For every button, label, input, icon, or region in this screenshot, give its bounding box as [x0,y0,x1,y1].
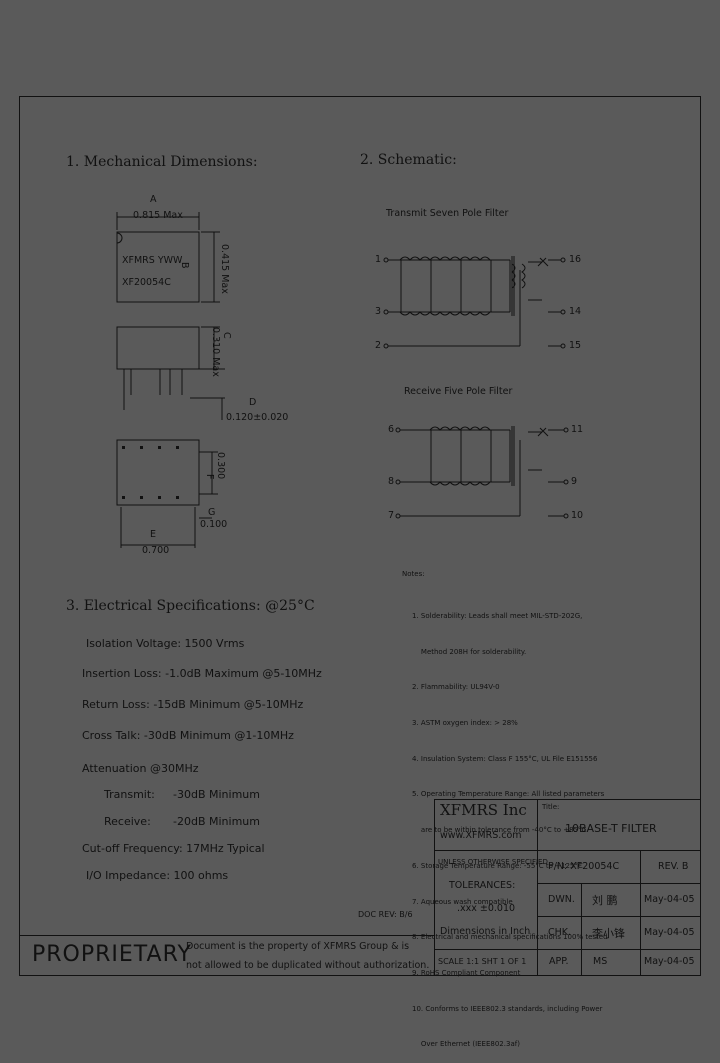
spec-cross-talk: Cross Talk: -30dB Minimum @1-10MHz [82,729,294,742]
drawn-name: 刘 鹏 [592,894,618,907]
dim-g-value: 0.100 [200,519,228,530]
dim-e-label: E [150,529,157,540]
note-line: 1. Solderability: Leads shall meet MIL-S… [412,611,583,620]
dim-d-value: 0.120±0.020 [226,412,289,423]
tx-pin-2: 2 [375,340,382,351]
tx-pin-3: 3 [375,306,382,317]
part-marking-line2: XF20054C [122,277,171,288]
title-label: Title: [542,803,560,811]
note-line: 3. ASTM oxygen index: > 28% [412,718,518,727]
disclaimer-line1: Document is the property of XFMRS Group … [186,941,410,952]
drawing-title: 10BASE-T FILTER [565,822,657,835]
dim-d-label: D [249,397,257,408]
tx-pin-1: 1 [375,254,382,265]
note-line: 10. Conforms to IEEE802.3 standards, inc… [412,1004,603,1013]
tx-pin-14: 14 [569,306,582,317]
scale-sheet: SCALE 1:1 SHT 1 OF 1 [438,957,527,966]
approved-date: May-04-05 [644,956,695,967]
tolerance-line2: TOLERANCES: [449,880,516,891]
spec-return-loss: Return Loss: -15dB Minimum @5-10MHz [82,698,304,711]
doc-revision: DOC REV: B/6 [358,910,413,919]
company-website: www.XFMRS.com [440,830,522,841]
schematic-heading: 2. Schematic: [360,152,457,168]
tx-pin-16: 16 [569,254,582,265]
note-line: 2. Flammability: UL94V-0 [412,683,500,692]
tolerance-line4: Dimensions in Inch [440,926,531,937]
proprietary-cell [19,935,435,976]
mechanical-drawing [116,212,225,548]
approved-name: MS [593,956,608,967]
rx-pin-9: 9 [571,476,578,487]
schematic-drawing [383,256,569,519]
dim-a-value: 0.815 Max [133,210,183,221]
dim-a-label: A [150,194,157,205]
drawn-label: DWN. [548,894,575,905]
rx-pin-10: 10 [571,510,584,521]
checked-date: May-04-05 [644,927,695,938]
checked-name: 李小锋 [592,927,625,940]
dim-g-label: G [208,507,216,518]
spec-impedance: I/O Impedance: 100 ohms [86,869,229,882]
dim-e-value: 0.700 [142,545,170,556]
note-line: 5. Operating Temperature Range: All list… [412,790,605,799]
note-line: 8. Electrical and mechanical specificati… [412,933,608,942]
rx-pin-11: 11 [571,424,584,435]
spec-attenuation: Attenuation @30MHz [82,762,199,775]
drawn-date: May-04-05 [644,894,695,905]
electrical-heading: 3. Electrical Specifications: @25°C [66,598,315,614]
spec-transmit-value: -30dB Minimum [173,788,260,801]
spec-receive-value: -20dB Minimum [173,815,260,828]
rx-pin-6: 6 [388,424,395,435]
note-line: Method 208H for solderability. [412,647,527,656]
disclaimer-line2: not allowed to be duplicated without aut… [186,960,430,971]
notes-list: 1. Solderability: Leads shall meet MIL-S… [412,587,608,1063]
tolerance-line3: .xxx ±0.010 [457,903,516,914]
rx-pin-8: 8 [388,476,395,487]
part-number: P/N: XF20054C [548,861,620,872]
part-marking-line1: XFMRS YWW [122,255,183,266]
note-line: are to be within tolerance from -40°C to… [412,826,587,835]
notes-title: Notes: [402,570,425,578]
note-line: 9. RoHS Compliant Component [412,969,521,977]
note-line: Over Ethernet (IEEE802.3af) [412,1040,520,1049]
company-name: XFMRS Inc [440,801,527,819]
app-date-cell [640,949,701,976]
receive-filter-title: Receive Five Pole Filter [404,386,513,397]
spec-cutoff: Cut-off Frequency: 17MHz Typical [82,842,265,855]
spec-isolation: Isolation Voltage: 1500 Vrms [86,637,245,650]
transmit-filter-title: Transmit Seven Pole Filter [386,208,509,219]
tx-pin-15: 15 [569,340,582,351]
revision: REV. B [658,861,689,872]
tolerance-line1: UNLESS OTHERWISE SPECIFIED [438,858,548,866]
note-line: 4. Insulation System: Class F 155°C, UL … [412,754,598,763]
checked-label: CHK. [548,927,572,938]
note-line: 7. Aqueous wash compatible [412,897,513,906]
approved-label: APP. [549,956,569,967]
spec-transmit-label: Transmit: [104,788,155,801]
spec-insertion-loss: Insertion Loss: -1.0dB Maximum @5-10MHz [82,667,322,680]
spec-receive-label: Receive: [104,815,151,828]
rx-pin-7: 7 [388,510,395,521]
app-name-cell [581,949,641,976]
mechanical-heading: 1. Mechanical Dimensions: [66,154,258,170]
proprietary-stamp: PROPRIETARY [32,942,192,967]
